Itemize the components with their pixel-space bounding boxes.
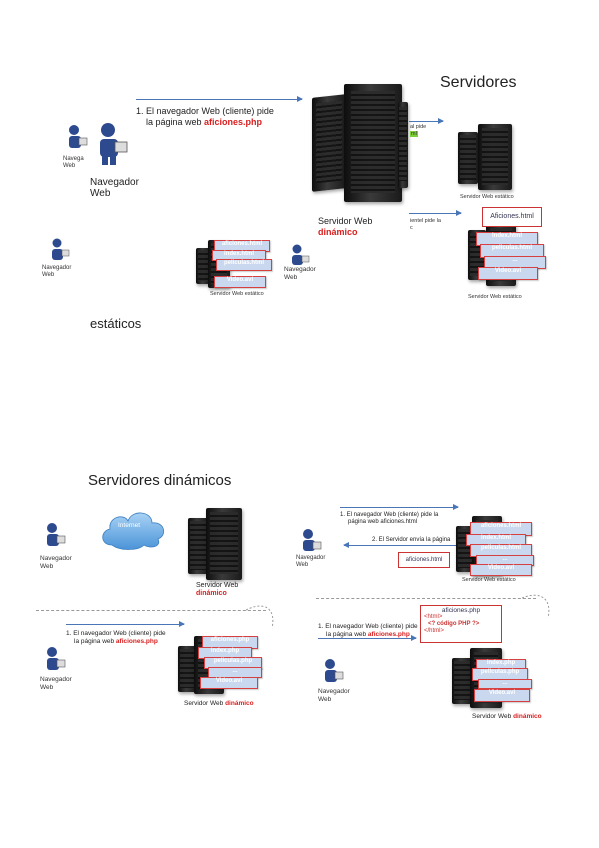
slide2-bottom-caption-text: Servidor Web xyxy=(184,700,226,707)
server-rack-icon xyxy=(344,84,402,202)
slide2-title: Servidores dinámicos xyxy=(88,472,232,489)
slide4-arrow-request xyxy=(318,635,417,641)
slide1-title: Servidores xyxy=(440,74,517,91)
slide2-step1-text: la página web xyxy=(74,637,116,645)
slide4-file-4: Video.avi xyxy=(474,689,530,702)
slide4-code-line-1: <html> xyxy=(424,614,443,620)
person-icon xyxy=(100,123,128,165)
slide4-code-title: aficiones.php xyxy=(441,607,481,614)
slide2-server-sub: dinámico xyxy=(196,590,227,597)
slide1-browser-label: Navegador Web xyxy=(90,177,139,199)
slide1-frag-top2: ml xyxy=(410,130,418,137)
slide3-step2: 2. El Servidor envía la página xyxy=(372,537,451,543)
slide2-file-5: Video.avi xyxy=(200,677,258,689)
slide1-arrow-top xyxy=(409,118,444,124)
divider-curve xyxy=(246,605,274,629)
slide3-step1-line1: 1. El navegador Web (cliente) pide la xyxy=(340,512,439,518)
slide2-step1-file: aficiones.php xyxy=(115,637,158,645)
slide3-step1: 1. El navegador Web (cliente) pide la pá… xyxy=(340,512,438,526)
slide4-caption-red: dinámico xyxy=(513,713,542,720)
slide2-browser-2: Navegador Web xyxy=(40,676,72,691)
slide1-arrow-mid xyxy=(409,210,462,216)
slide4-step1-file: aficiones.php xyxy=(367,630,410,638)
server-rack-icon xyxy=(312,94,346,192)
estaticos-word: estáticos xyxy=(90,316,142,331)
slide2-browser: Navegador Web xyxy=(40,555,72,570)
slide1-step1-file: aficiones.php xyxy=(204,117,263,127)
slide1-step1-text: la página web xyxy=(146,117,205,127)
slide1-frag-mid2: c xyxy=(410,224,413,231)
slide4-code-line-3: </html> xyxy=(424,628,445,634)
slide1-browser-label-small: Navega Web xyxy=(63,156,84,169)
slide3-arrow-request xyxy=(340,504,459,510)
person-icon xyxy=(292,244,310,265)
slide1-mid-file-4: Video.avi xyxy=(214,276,266,288)
cloud-icon xyxy=(102,512,165,550)
slide1-fragment-mid: ientel pide la c xyxy=(410,218,441,231)
slide3-caption: Servidor Web estático xyxy=(462,577,516,583)
server-rack-icon xyxy=(188,518,208,574)
divider xyxy=(316,598,536,599)
slide4-step1: 1. El navegador Web (cliente) pide la pá… xyxy=(318,623,418,638)
internet-label: Internet xyxy=(118,522,141,529)
slide1-file-video: Video.avi xyxy=(478,267,538,280)
slide2-bottom-caption: Servidor Web dinámico xyxy=(184,700,254,707)
server-rack-icon xyxy=(452,658,472,704)
slide3-file-5: Video.avi xyxy=(470,564,532,576)
slide4-code-box: aficiones.php <html> <? código PHP ?> </… xyxy=(420,605,502,643)
divider-curve xyxy=(522,594,550,619)
slide1-aficiones-html-box: Aficiones.html xyxy=(482,207,542,227)
slide4-caption: Servidor Web dinámico xyxy=(472,713,542,720)
person-icon xyxy=(47,647,66,670)
slide2-bottom-caption-red: dinámico xyxy=(225,700,254,707)
slide3-step1-line2: página web aficiones.html xyxy=(348,519,418,525)
server-rack-icon xyxy=(178,646,196,692)
slide1-frag-mid1: ientel pide la xyxy=(410,218,441,224)
server-rack-icon xyxy=(478,124,512,190)
slide4-file-3: ... xyxy=(478,679,532,689)
server-rack-icon xyxy=(458,132,478,184)
slide1-left-browser: Navegador Web xyxy=(42,265,72,278)
person-icon xyxy=(69,125,88,148)
slide3-file-sent: aficiones.html xyxy=(398,552,450,568)
slide1-frag-top1: al pide xyxy=(410,124,427,130)
slide4-step1-text: la página web xyxy=(326,630,368,638)
person-icon xyxy=(52,238,70,260)
slide1-static-caption-top: Servidor Web estático xyxy=(460,194,514,200)
slide4-code-line-2: <? código PHP ?> xyxy=(428,621,480,627)
slide3-arrow-response xyxy=(343,542,456,548)
slide1-arrow-request xyxy=(136,96,303,102)
slide1-mid-browser: Navegador Web xyxy=(284,266,316,281)
slide2-step1-line1: 1. El navegador Web (cliente) pide xyxy=(66,630,166,637)
slide1-static-caption-bottom: Servidor Web estático xyxy=(468,294,522,300)
slide1-mid-caption: Servidor Web estático xyxy=(210,291,264,297)
slide1-server-label: Servidor Web dinámico xyxy=(318,216,372,238)
slide2-server-label: Servidor Web dinámico xyxy=(196,582,238,598)
slide1-step1-line2: la página web aficiones.php xyxy=(136,117,274,128)
person-icon xyxy=(325,659,344,682)
slide2-step1: 1. El navegador Web (cliente) pide la pá… xyxy=(66,630,166,645)
person-icon xyxy=(47,523,66,546)
slide4-step1-line1: 1. El navegador Web (cliente) pide xyxy=(318,623,418,630)
server-rack-icon xyxy=(398,102,408,188)
person-icon xyxy=(303,529,322,551)
server-rack-icon xyxy=(196,248,210,284)
slide3-browser: Navegador Web xyxy=(296,555,326,568)
server-rack-icon xyxy=(206,508,242,580)
slide4-browser: Navegador Web xyxy=(318,688,350,703)
slide1-fragment-top: al pide ml xyxy=(410,124,426,137)
slide1-step1-line1: 1. El navegador Web (cliente) pide xyxy=(136,106,274,116)
slide1-step1: 1. El navegador Web (cliente) pide la pá… xyxy=(136,106,274,128)
divider xyxy=(36,610,266,611)
slide2-arrow-request xyxy=(66,621,185,627)
slide2-server-label-text: Servidor Web xyxy=(196,582,239,589)
slide1-server-sub: dinámico xyxy=(318,227,358,237)
slide1-server-label-text: Servidor Web xyxy=(318,216,373,226)
slide4-caption-text: Servidor Web xyxy=(472,713,514,720)
slide1-mid-file-3: peliculas.html xyxy=(216,259,272,271)
